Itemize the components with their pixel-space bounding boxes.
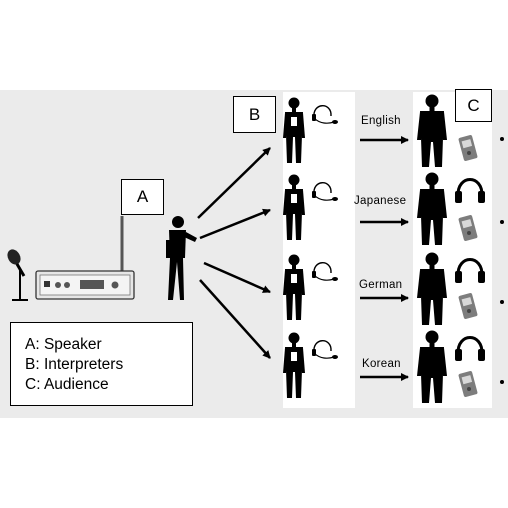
transmitter-icon xyxy=(35,216,135,300)
legend-audience: C: Audience xyxy=(25,376,109,393)
microphone-icon xyxy=(7,249,28,301)
label-b-box: B xyxy=(233,96,276,133)
bullet-dot xyxy=(500,380,504,384)
language-label-japanese: Japanese xyxy=(354,195,407,207)
legend-speaker: A: Speaker xyxy=(25,336,102,353)
bullet-dot xyxy=(500,137,504,141)
label-c-box: C xyxy=(455,89,492,122)
label-a-box: A xyxy=(121,179,164,215)
language-label-korean: Korean xyxy=(362,358,401,370)
legend-box: A: Speaker B: Interpreters C: Audience xyxy=(10,322,193,406)
interpreter-to-audience-arrows xyxy=(360,136,409,381)
speaker-figure xyxy=(166,216,197,300)
bullet-dot xyxy=(500,220,504,224)
legend-interpreters: B: Interpreters xyxy=(25,356,124,373)
speaker-to-interpreter-arrows xyxy=(197,147,271,359)
language-label-english: English xyxy=(361,115,401,127)
bullet-dot xyxy=(500,300,504,304)
language-label-german: German xyxy=(359,279,403,291)
